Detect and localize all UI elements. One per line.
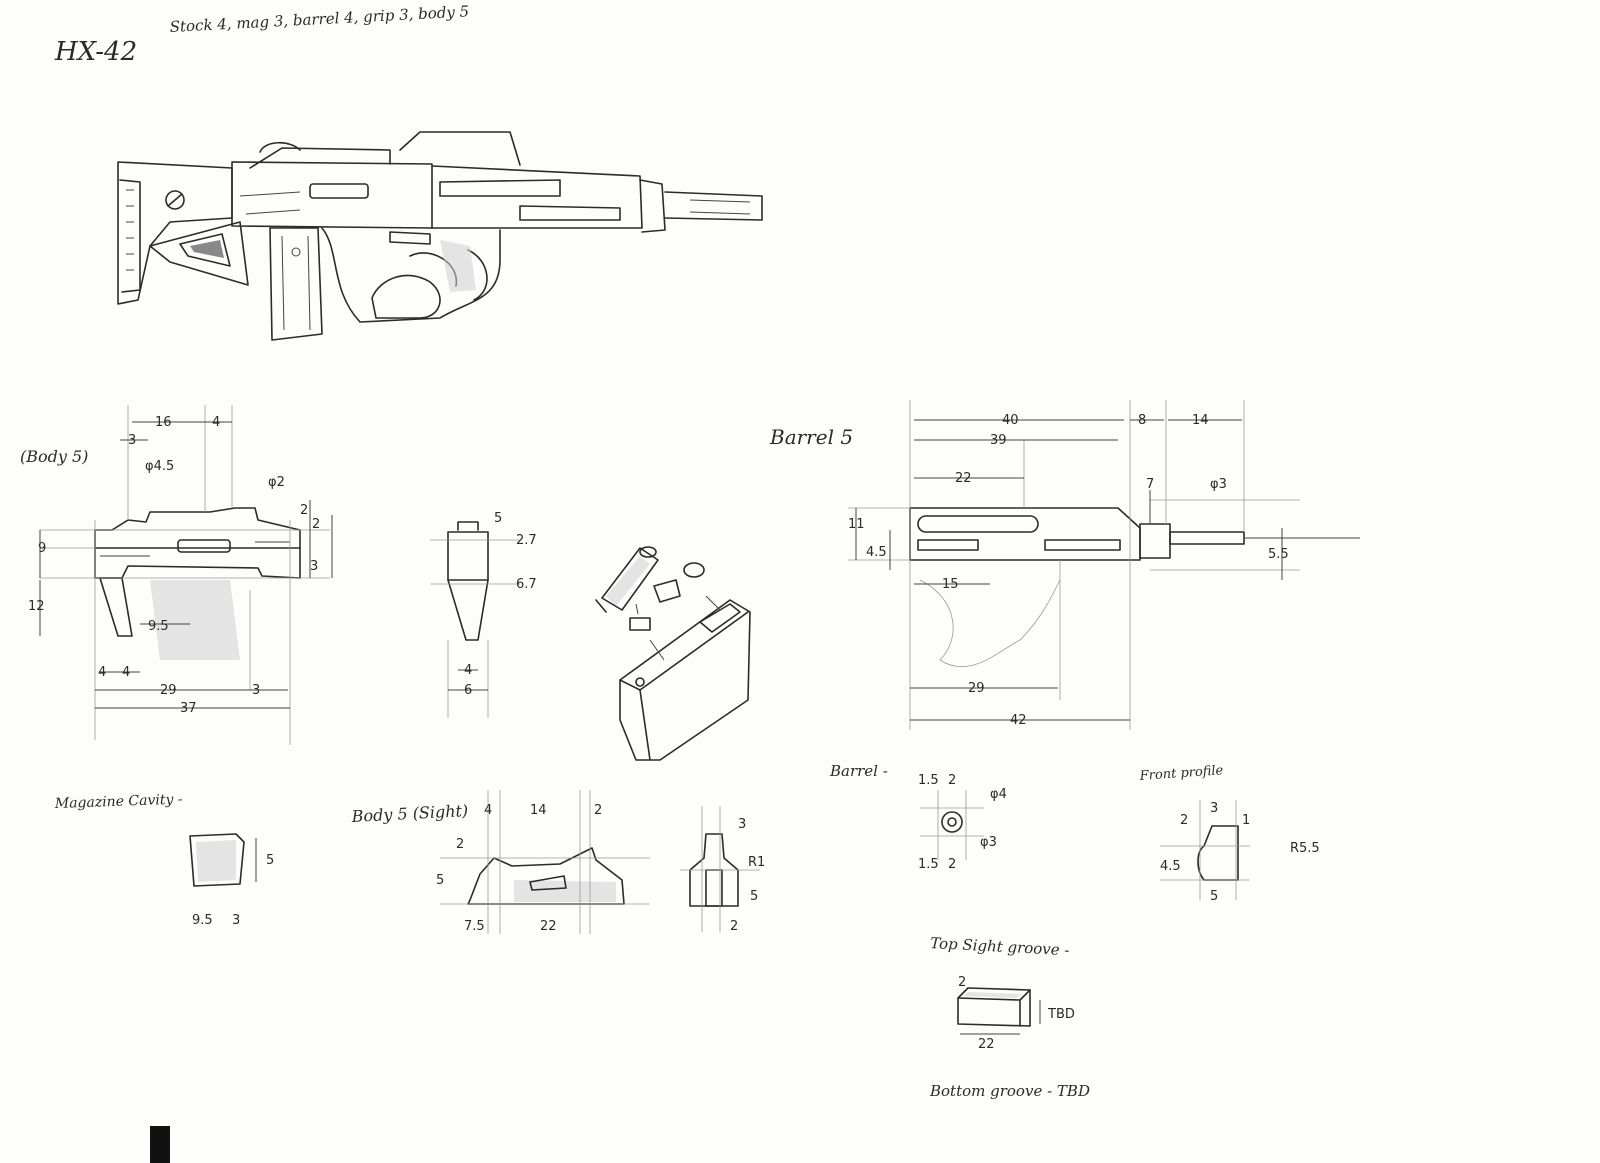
dim-bsec-2a: 2 (948, 773, 956, 788)
dim-sight-22: 22 (540, 919, 557, 934)
dim-body5-29: 29 (160, 683, 177, 698)
top-sight-groove-view: Top Sight groove - 2 TBD 22 (930, 934, 1075, 1052)
dim-sightend-3: 3 (738, 817, 746, 832)
scan-mark (150, 1126, 170, 1163)
dim-sightend-r1: R1 (748, 855, 765, 870)
dim-groove-tbd: TBD (1047, 1007, 1075, 1022)
body5-view: (Body 5) 16 4 3 φ4.5 φ2 2 2 9 3 12 9.5 4… (20, 405, 333, 745)
dim-barrel5-40: 40 (1002, 413, 1019, 428)
dim-barrel5-phi3: φ3 (1210, 477, 1227, 492)
dim-body5-2b: 2 (312, 517, 320, 532)
dim-front-5: 5 (1210, 889, 1218, 904)
body5-end-view: 5 2.7 6.7 4 6 (430, 511, 537, 718)
dim-groove-22: 22 (978, 1037, 995, 1052)
dim-body5-16: 16 (155, 415, 172, 430)
dim-bsec-2b: 2 (948, 857, 956, 872)
dim-body5-3a: 3 (128, 433, 136, 448)
magazine-cavity-view: Magazine Cavity - 5 9.5 3 (54, 792, 275, 928)
drawing-title: HX-42 (54, 37, 137, 67)
exploded-isometric-view (595, 546, 751, 761)
dim-bsec-phi3: φ3 (980, 835, 997, 850)
dim-groove-2: 2 (958, 975, 966, 990)
dim-front-r55: R5.5 (1290, 841, 1320, 856)
barrel5-label: Barrel 5 (769, 425, 853, 449)
parts-note: Stock 4, mag 3, barrel 4, grip 3, body 5 (169, 2, 469, 36)
dim-body5-4c: 4 (122, 665, 130, 680)
dim-end-27: 2.7 (516, 533, 537, 548)
dim-barrel5-55: 5.5 (1268, 547, 1289, 562)
dim-body5-4b: 4 (98, 665, 106, 680)
dim-magcav-95: 9.5 (192, 913, 213, 928)
dim-barrel5-11: 11 (848, 517, 865, 532)
top-sight-groove-label: Top Sight groove - (930, 934, 1070, 959)
dim-end-67: 6.7 (516, 577, 537, 592)
bottom-groove-label: Bottom groove - TBD (929, 1082, 1090, 1100)
dim-barrel5-7: 7 (1146, 477, 1154, 492)
dim-end-5: 5 (494, 511, 502, 526)
barrel-section-view: Barrel - 1.5 2 φ4 φ3 1.5 2 (829, 762, 1007, 872)
dim-sightend-5: 5 (750, 889, 758, 904)
front-profile-view: Front profile 2 3 1 4.5 R5.5 5 (1138, 763, 1319, 904)
dim-front-1: 1 (1242, 813, 1250, 828)
dim-bsec-15a: 1.5 (918, 773, 939, 788)
dim-sight-2a: 2 (594, 803, 602, 818)
dim-sightend-2: 2 (730, 919, 738, 934)
dim-front-3: 3 (1210, 801, 1218, 816)
magazine-cavity-label: Magazine Cavity - (54, 792, 184, 812)
barrel-section-label: Barrel - (829, 762, 888, 780)
dim-bsec-phi4: φ4 (990, 787, 1007, 802)
dim-sight-14: 14 (530, 803, 547, 818)
dim-barrel5-14: 14 (1192, 413, 1209, 428)
dim-magcav-5: 5 (266, 853, 274, 868)
dim-body5-3b: 3 (310, 559, 318, 574)
dim-front-45: 4.5 (1160, 859, 1181, 874)
dim-sight-2b: 2 (456, 837, 464, 852)
dim-sight-4: 4 (484, 803, 492, 818)
dim-barrel5-45: 4.5 (866, 545, 887, 560)
barrel5-view: Barrel 5 40 8 14 39 22 7 φ3 11 4.5 5.5 1… (769, 400, 1360, 730)
dim-end-6: 6 (464, 683, 472, 698)
dim-body5-phi45: φ4.5 (145, 459, 174, 474)
dim-sight-75: 7.5 (464, 919, 485, 934)
dim-barrel5-15: 15 (942, 577, 959, 592)
dim-body5-2a: 2 (300, 503, 308, 518)
dim-barrel5-29: 29 (968, 681, 985, 696)
dim-body5-phi2: φ2 (268, 475, 285, 490)
body5-label: (Body 5) (20, 447, 88, 466)
dim-body5-95: 9.5 (148, 619, 169, 634)
sight-end-view: 3 R1 5 2 (680, 806, 765, 934)
dim-body5-12: 12 (28, 599, 45, 614)
dim-barrel5-42: 42 (1010, 713, 1027, 728)
dim-body5-37: 37 (180, 701, 197, 716)
dim-sight-5: 5 (436, 873, 444, 888)
body5-sight-label: Body 5 (Sight) (350, 801, 468, 826)
dim-front-2: 2 (1180, 813, 1188, 828)
dim-barrel5-39: 39 (990, 433, 1007, 448)
front-profile-label: Front profile (1138, 763, 1224, 784)
dim-body5-3c: 3 (252, 683, 260, 698)
rifle-perspective-sketch (117, 131, 763, 341)
body5-sight-view: Body 5 (Sight) 4 14 2 2 5 7.5 22 (350, 790, 650, 934)
dim-body5-9: 9 (38, 541, 46, 556)
dim-barrel5-22: 22 (955, 471, 972, 486)
dim-barrel5-8: 8 (1138, 413, 1146, 428)
dim-end-4: 4 (464, 663, 472, 678)
dim-bsec-15b: 1.5 (918, 857, 939, 872)
dim-magcav-3: 3 (232, 913, 240, 928)
dim-body5-4a: 4 (212, 415, 220, 430)
